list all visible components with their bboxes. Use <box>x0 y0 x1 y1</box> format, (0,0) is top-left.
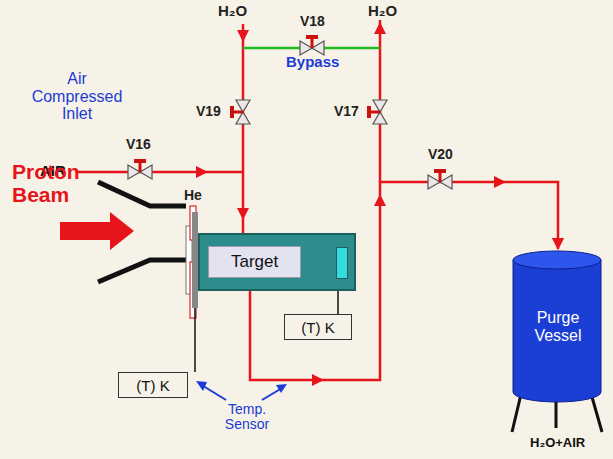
beam-arrow <box>60 212 134 250</box>
purge-vessel: Purge Vessel <box>512 250 604 404</box>
flow-arrow <box>312 374 324 386</box>
flow-arrow <box>237 30 249 42</box>
node-text: (T) K <box>301 319 334 336</box>
pointer-head <box>276 384 287 393</box>
label-text: V20 <box>428 147 453 162</box>
label-text: He <box>184 188 202 203</box>
node-text: Purge Vessel <box>518 309 598 346</box>
node-text: (T) K <box>136 377 169 394</box>
target-box: Target <box>198 233 356 291</box>
label-text: H₂O <box>218 3 247 20</box>
flow-arrow <box>237 208 249 220</box>
vessel-leg <box>555 402 558 428</box>
label-text: V19 <box>196 104 221 119</box>
label-text: H₂O+AIR <box>530 436 585 450</box>
flow-arrow <box>494 176 506 188</box>
valve-symbol <box>300 35 324 55</box>
label-text: V18 <box>300 14 325 29</box>
beam-pipe <box>98 260 186 282</box>
label-text: V17 <box>334 104 359 119</box>
label-text: Proton Beam <box>12 160 102 206</box>
sensor-lead <box>337 291 339 314</box>
flow-arrow <box>374 22 386 34</box>
beam-pipe <box>98 182 186 206</box>
valve-symbol <box>128 159 152 179</box>
node-text: Target <box>208 246 301 278</box>
label-text: H₂O <box>368 3 397 20</box>
pointer-head <box>196 381 207 391</box>
flow-arrow <box>196 166 208 178</box>
label-text: Temp. Sensor <box>214 402 280 433</box>
flow-arrow <box>374 194 386 206</box>
label-text: V16 <box>126 137 151 152</box>
sensor-lead <box>194 308 196 372</box>
air-pipe <box>76 171 243 174</box>
target-end-cap <box>336 247 348 279</box>
sensor-box: (T) K <box>118 372 188 398</box>
label-text: Bypass <box>286 54 339 71</box>
water-inlet-pipe <box>242 24 245 233</box>
valve-symbol <box>428 169 452 189</box>
label-text: Air Compressed Inlet <box>28 70 126 123</box>
valve-symbol <box>367 100 387 124</box>
valve-symbol <box>230 100 250 124</box>
sensor-box: (T) K <box>284 314 352 340</box>
